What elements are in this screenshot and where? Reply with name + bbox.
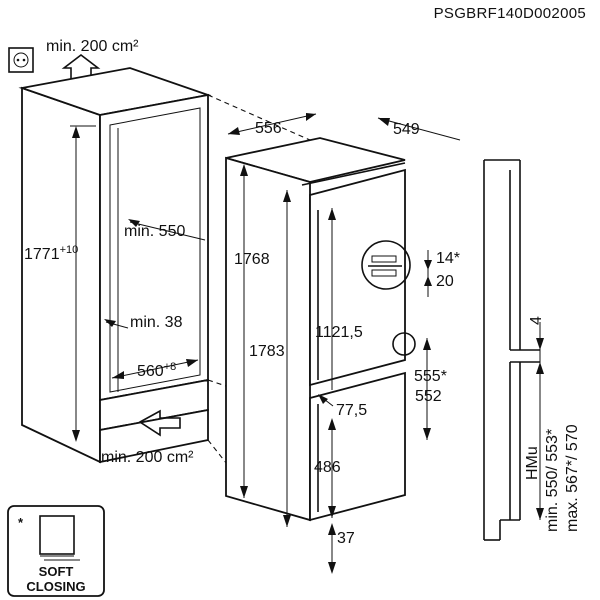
door-mount-dim-a-label: 555* [414,368,447,385]
hinge-dim-a-label: 14* [436,250,460,267]
upper-door-label: 1121,5 [315,324,363,341]
upper-door-dimension [328,208,336,390]
mid-gap-label: 77,5 [336,402,367,419]
niche-height-tolerance: +10 [60,244,79,256]
air-inlet-arrow-icon [138,409,181,437]
niche-width-tolerance: +8 [164,361,177,373]
bottom-label: 37 [337,530,355,547]
door-mount-dim-b-label: 552 [415,388,442,405]
side-view-section [483,159,540,541]
ventilation-top-label: min. 200 cm² [46,38,139,55]
side-view-label-min: min. 550/ 553* [544,429,561,532]
soft-closing-badge [7,505,105,597]
niche-height-dimension [70,125,96,442]
side-view-gap-label: 4 [528,316,545,325]
mid-gap-arrow [318,394,334,407]
niche-gap-arrow [104,319,129,329]
soft-closing-line2: CLOSING [26,579,85,594]
niche-depth-label: min. 550 [124,223,185,240]
ventilation-bottom-label: min. 200 cm² [101,449,194,466]
bottom-dimension [328,523,336,574]
appliance-width-label: 556 [255,120,282,137]
soft-closing-asterisk: * [18,515,24,530]
hinge-dim-b-label: 20 [436,273,454,290]
appliance-total-height-label: 1783 [249,343,285,360]
niche-gap-label: min. 38 [130,314,183,331]
niche-cabinet [18,67,212,464]
side-view-gap-dimension [536,322,544,520]
niche-depth-arrow [128,219,206,241]
appliance-body-height-label: 1768 [234,251,270,268]
appliance-body [225,137,416,522]
appliance-body-height-dimension [240,164,248,498]
soft-closing-line1: SOFT [39,564,74,579]
side-view-label-hmu: HMu [524,446,541,480]
appliance-total-height-dimension [283,190,291,527]
lower-door-dimension [328,418,336,518]
lower-door-label: 486 [314,459,341,476]
niche-width-label: 560+8 [137,361,176,380]
door-mount-dimension [423,338,431,440]
appliance-depth-label: 549 [393,121,420,138]
document-code: PSGBRF140D002005 [434,5,586,22]
appliance-width-dimension [227,113,317,135]
niche-width-dimension [111,359,199,379]
appliance-depth-dimension [377,117,461,141]
power-socket-icon [8,47,34,73]
niche-height-label: 1771+10 [24,244,78,263]
soft-closing-door-icon [39,515,80,561]
side-view-label-max: max. 567*/ 570 [564,424,581,532]
hinge-detail-dimensions [424,250,432,297]
